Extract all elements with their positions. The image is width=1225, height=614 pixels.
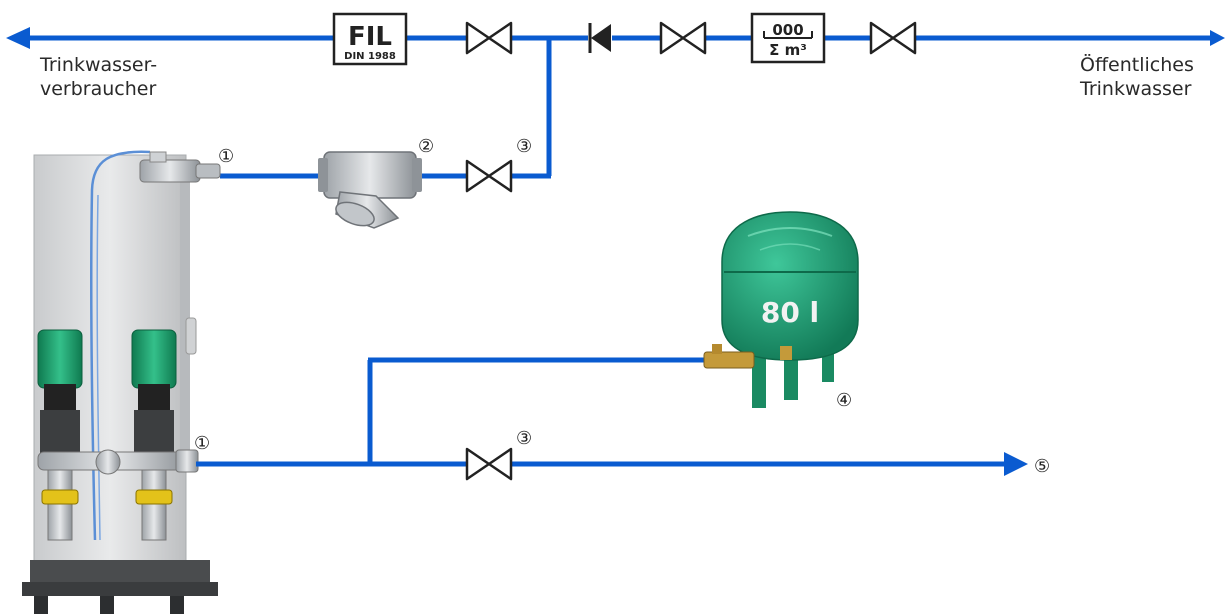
reference-markers: ① ② ③ ① ③ ④ ⑤: [194, 136, 1050, 477]
main-supply-pipe: [6, 27, 1225, 49]
filter-symbol: FIL DIN 1988: [332, 12, 408, 66]
water-meter-symbol: 000 Σ m³: [750, 12, 826, 64]
marker-2: ②: [418, 136, 434, 157]
outlet-pipe: [196, 452, 1028, 476]
shutoff-valve-top-3: [869, 21, 917, 55]
tank-branch-pipe: [367, 357, 706, 466]
shutoff-valve-outlet: [465, 447, 513, 481]
shutoff-valve-top-1: [465, 21, 513, 55]
marker-5: ⑤: [1034, 456, 1050, 477]
consumer-flow-arrow: [6, 27, 30, 49]
marker-3-bottom: ③: [516, 428, 532, 449]
label-consumer: Trinkwasser- verbraucher: [40, 53, 157, 101]
marker-3-top: ③: [516, 136, 532, 157]
shutoff-valve-inlet: [465, 159, 513, 193]
strainer-y-filter: [318, 151, 422, 229]
shutoff-valve-top-2: [659, 21, 707, 55]
supply-inlet-arrow: [1210, 30, 1225, 46]
filter-sub-text: DIN 1988: [344, 51, 396, 62]
marker-4: ④: [836, 390, 852, 411]
label-supply: Öffentliches Trinkwasser: [1080, 53, 1194, 101]
label-supply-line1: Öffentliches: [1080, 54, 1194, 76]
marker-1-bottom: ①: [194, 433, 210, 454]
booster-pump-unit: [22, 150, 221, 614]
label-supply-line2: Trinkwasser: [1080, 78, 1192, 100]
label-consumer-line1: Trinkwasser-: [40, 54, 158, 76]
label-consumer-line2: verbraucher: [40, 78, 157, 100]
pressure-vessel-tank: 80 l: [703, 211, 859, 408]
meter-digits: 000: [772, 21, 803, 39]
check-valve-symbol: [588, 22, 612, 54]
marker-1-top: ①: [218, 146, 234, 167]
meter-sum: Σ m³: [769, 41, 807, 59]
filter-main-text: FIL: [348, 22, 392, 52]
outlet-flow-arrow: [1004, 452, 1028, 476]
tank-volume-label: 80 l: [761, 296, 819, 329]
